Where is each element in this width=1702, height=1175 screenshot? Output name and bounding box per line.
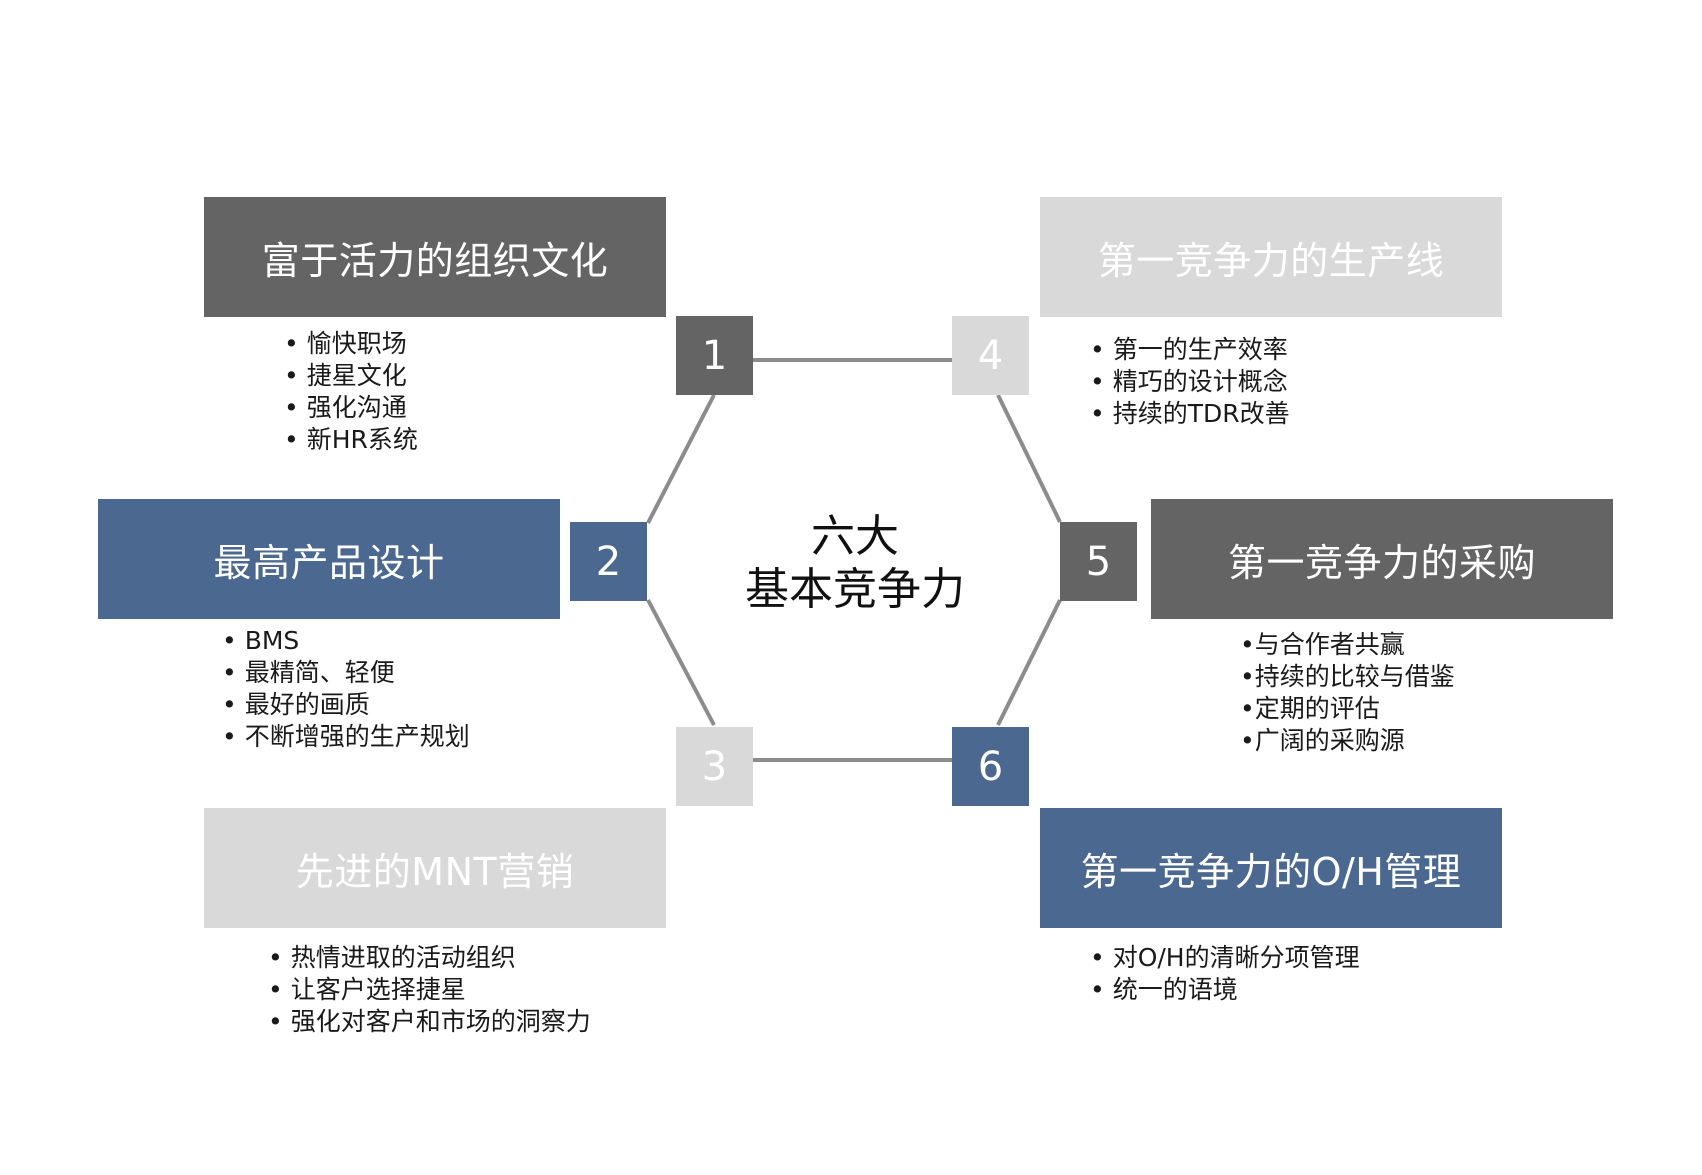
title-box-3: 先进的MNT营销 (204, 808, 666, 928)
number-box-1: 1 (676, 316, 753, 395)
bullet-item: 捷星文化 (284, 360, 418, 392)
number-box-5: 5 (1060, 522, 1137, 601)
bullet-list-4: 第一的生产效率 精巧的设计概念 持续的TDR改善 (1090, 334, 1290, 430)
bullet-item: 热情进取的活动组织 (268, 942, 591, 974)
title-box-1: 富于活力的组织文化 (204, 197, 666, 317)
connector-1-2 (646, 394, 716, 524)
connector-2-3 (646, 599, 716, 726)
bullet-item: 最好的画质 (222, 689, 470, 721)
bullet-list-1: 愉快职场 捷星文化 强化沟通 新HR系统 (284, 328, 418, 456)
title-box-5: 第一竞争力的采购 (1151, 499, 1613, 619)
bullet-list-5: 与合作者共赢 持续的比较与借鉴 定期的评估 广阔的采购源 (1240, 629, 1455, 757)
bullet-list-2: BMS 最精简、轻便 最好的画质 不断增强的生产规划 (222, 625, 470, 753)
bullet-item: BMS (222, 625, 470, 657)
bullet-item: 强化沟通 (284, 392, 418, 424)
bullet-item: 对O/H的清晰分项管理 (1090, 942, 1360, 974)
bullet-item: 最精简、轻便 (222, 657, 470, 689)
title-box-4: 第一竞争力的生产线 (1040, 197, 1502, 317)
bullet-item: 精巧的设计概念 (1090, 366, 1290, 398)
center-title: 六大 基本竞争力 (720, 510, 990, 616)
bullet-item: 不断增强的生产规划 (222, 721, 470, 753)
connector-4-5 (996, 394, 1062, 523)
bullet-item: 让客户选择捷星 (268, 974, 591, 1006)
center-title-line-1: 六大 (811, 511, 899, 562)
bullet-item: 与合作者共赢 (1240, 629, 1455, 661)
bullet-item: 新HR系统 (284, 424, 418, 456)
number-box-2: 2 (570, 522, 647, 601)
number-box-4: 4 (952, 316, 1029, 395)
bullet-item: 强化对客户和市场的洞察力 (268, 1006, 591, 1038)
number-box-3: 3 (676, 727, 753, 806)
bullet-item: 愉快职场 (284, 328, 418, 360)
title-box-6: 第一竞争力的O/H管理 (1040, 808, 1502, 928)
bullet-item: 持续的TDR改善 (1090, 398, 1290, 430)
center-title-line-2: 基本竞争力 (745, 564, 965, 615)
bullet-item: 持续的比较与借鉴 (1240, 661, 1455, 693)
bullet-item: 广阔的采购源 (1240, 725, 1455, 757)
bullet-item: 定期的评估 (1240, 693, 1455, 725)
bullet-list-3: 热情进取的活动组织 让客户选择捷星 强化对客户和市场的洞察力 (268, 942, 591, 1038)
title-box-2: 最高产品设计 (98, 499, 560, 619)
number-box-6: 6 (952, 727, 1029, 806)
connector-5-6 (996, 599, 1062, 726)
bullet-item: 第一的生产效率 (1090, 334, 1290, 366)
bullet-list-6: 对O/H的清晰分项管理 统一的语境 (1090, 942, 1360, 1006)
bullet-item: 统一的语境 (1090, 974, 1360, 1006)
